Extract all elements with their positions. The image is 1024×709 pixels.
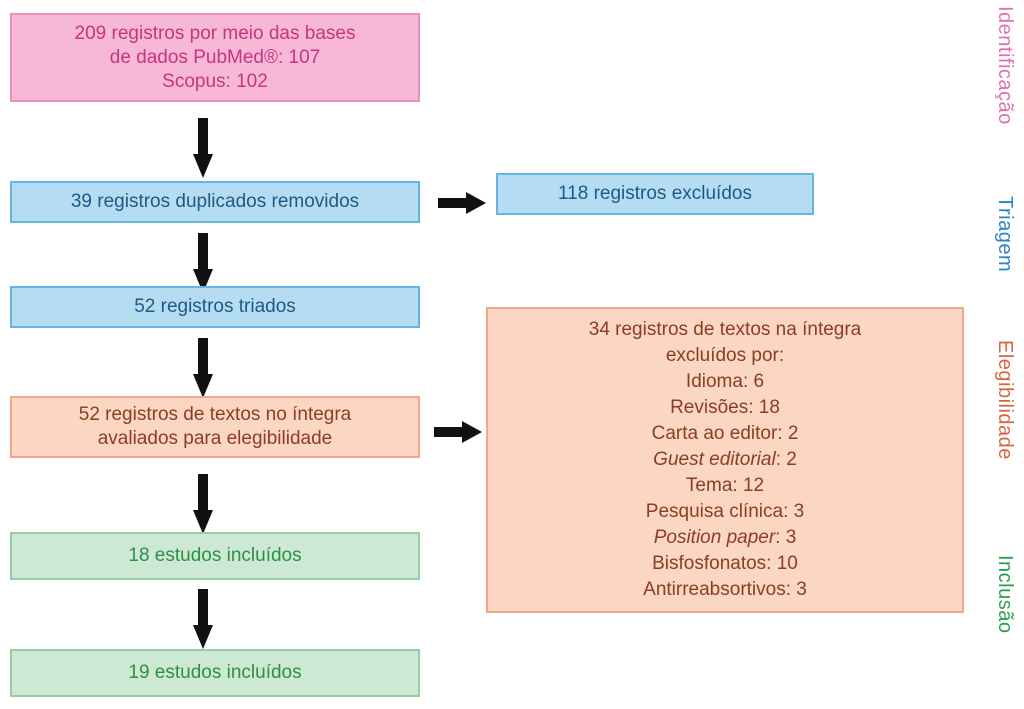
excluidos-integra-count: : 3 xyxy=(775,527,797,548)
excluidos-integra-line: Guest editorial: 2 xyxy=(653,447,797,473)
excluidos-integra-count: : 2 xyxy=(775,449,797,470)
excluidos-integra-line: Antirreabsortivos: 3 xyxy=(643,579,807,600)
box-excluidos-label: 118 registros excluídos xyxy=(558,183,752,204)
box-incluidos-18-label: 18 estudos incluídos xyxy=(128,545,302,566)
excluidos-integra-line: Pesquisa clínica: 3 xyxy=(645,501,805,522)
box-identificacao-line-2: de dados PubMed®: 107 xyxy=(109,46,321,68)
box-duplicados-label: 39 registros duplicados removidos xyxy=(70,191,360,212)
box-integra: 52 registros de textos no íntegra avalia… xyxy=(10,396,420,458)
excluidos-integra-line: Tema: 12 xyxy=(685,475,765,496)
stage-inclusao: Inclusão xyxy=(994,555,1016,634)
arrow-down-icon xyxy=(193,233,213,293)
box-identificacao-line-3: Scopus: 102 xyxy=(162,70,268,92)
box-incluidos-19: 19 estudos incluídos xyxy=(10,649,420,697)
arrow-down-icon xyxy=(193,338,213,398)
box-integra-line-1: 52 registros de textos no íntegra xyxy=(78,404,352,425)
stage-identificacao: Identificação xyxy=(994,6,1016,125)
stage-triagem: Triagem xyxy=(994,196,1016,273)
box-excluidos: 118 registros excluídos xyxy=(496,173,814,215)
box-incluidos-18: 18 estudos incluídos xyxy=(10,532,420,580)
box-integra-line-2: avaliados para elegibilidade xyxy=(97,428,333,449)
arrow-right-icon xyxy=(434,421,482,443)
excluidos-integra-line: Idioma: 6 xyxy=(685,371,765,392)
excluidos-integra-line: Bisfosfonatos: 10 xyxy=(652,553,798,574)
excluidos-integra-line: Position paper: 3 xyxy=(654,525,797,551)
box-triados-label: 52 registros triados xyxy=(134,296,296,317)
arrow-down-icon xyxy=(193,118,213,178)
box-identificacao-line-1: 209 registros por meio das bases xyxy=(74,22,356,44)
arrow-down-icon xyxy=(193,474,213,534)
box-incluidos-19-label: 19 estudos incluídos xyxy=(128,662,302,683)
stage-elegibilidade: Elegibilidade xyxy=(994,340,1016,460)
arrow-down-icon xyxy=(193,589,213,649)
box-duplicados: 39 registros duplicados removidos xyxy=(10,181,420,223)
box-triados: 52 registros triados xyxy=(10,286,420,328)
arrow-right-icon xyxy=(438,192,486,214)
box-excluidos-integra: 34 registros de textos na íntegra excluí… xyxy=(486,307,964,613)
excluidos-integra-line: Revisões: 18 xyxy=(670,397,780,418)
excluidos-integra-line: excluídos por: xyxy=(665,345,785,366)
box-identificacao: 209 registros por meio das bases de dado… xyxy=(10,13,420,102)
excluidos-integra-italic: Guest editorial xyxy=(653,449,776,470)
excluidos-integra-line: 34 registros de textos na íntegra xyxy=(588,319,862,340)
excluidos-integra-italic: Position paper xyxy=(653,527,776,548)
excluidos-integra-line: Carta ao editor: 2 xyxy=(651,423,799,444)
